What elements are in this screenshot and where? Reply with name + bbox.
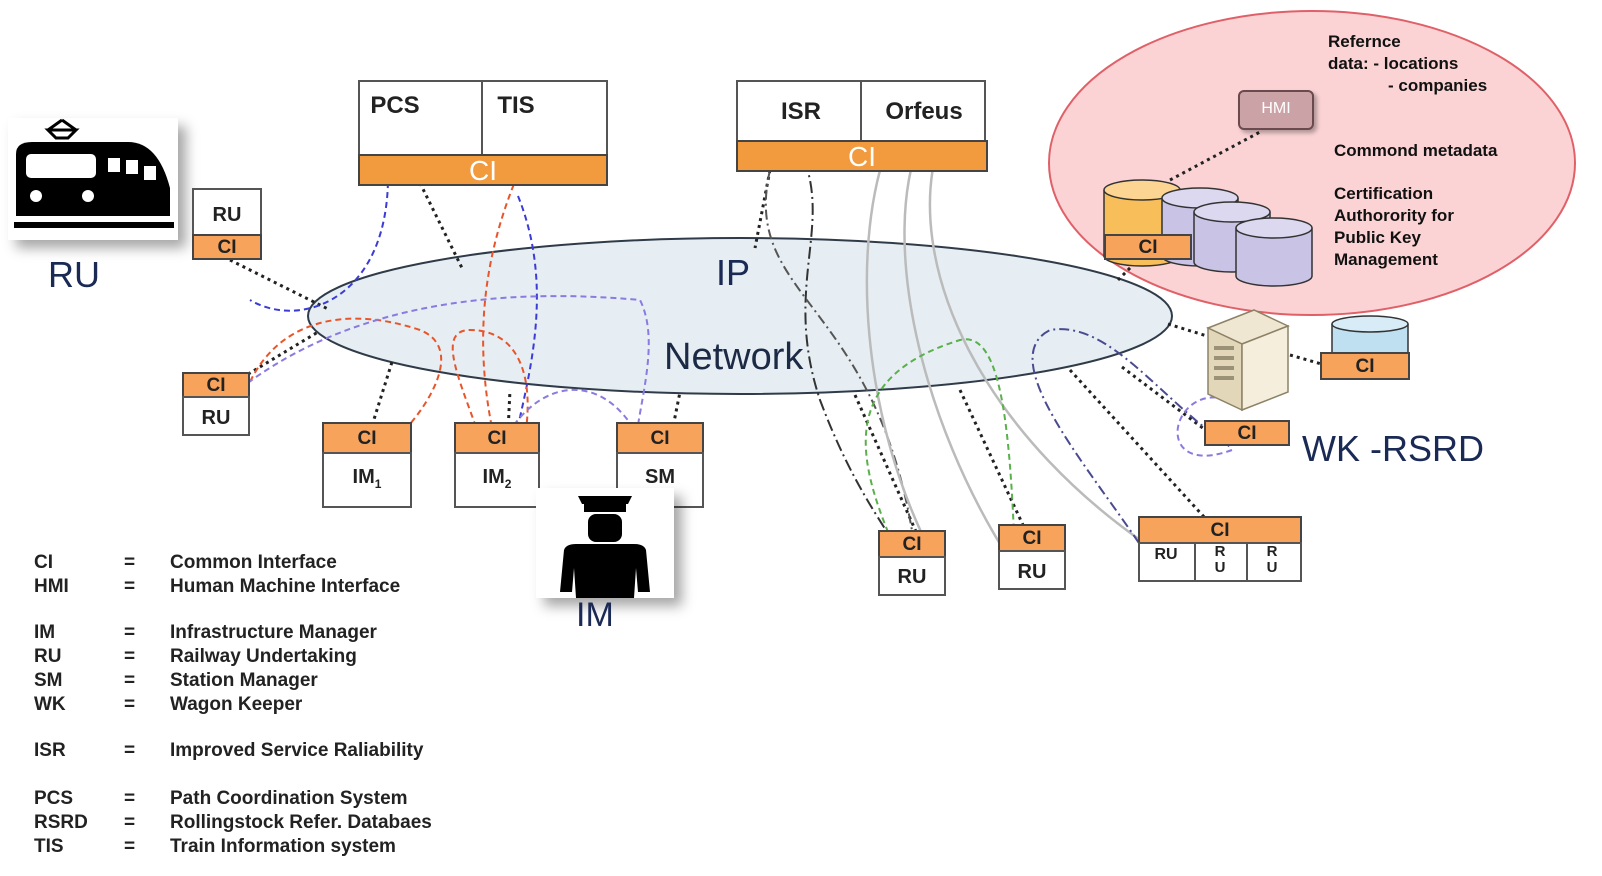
ru-group	[1138, 542, 1302, 582]
external-database-ci: CI	[1320, 352, 1410, 380]
legend-def: Improved Service Raliability	[170, 740, 424, 761]
wk-rsrd-label: WK -RSRD	[1302, 428, 1484, 469]
reference-cert-2: Authorority for	[1334, 206, 1454, 225]
reference-db-ci: CI	[1104, 234, 1192, 260]
ru-node-top-label: RU	[212, 204, 242, 226]
im2-label-text: IM	[482, 466, 505, 488]
ru-node-a-ci: CI	[878, 530, 946, 558]
network-ellipse	[307, 237, 1173, 395]
sm-ci: CI	[616, 422, 704, 454]
reference-cert-1: Certification	[1334, 184, 1434, 203]
hmi-box	[1238, 90, 1314, 130]
ip-label: IP	[716, 252, 751, 293]
legend-abbr: CI	[34, 552, 53, 573]
im-person-panel	[536, 488, 674, 598]
wk-rsrd-ci: CI	[1204, 420, 1290, 446]
legend-abbr: SM	[34, 670, 63, 691]
isr-orfeus-divider	[860, 82, 862, 144]
im1-ci: CI	[322, 422, 412, 454]
legend-abbr: IM	[34, 622, 56, 643]
legend-def: Path Coordination System	[170, 788, 408, 809]
legend-abbr: RU	[34, 646, 62, 667]
db-purple-3	[1235, 217, 1313, 287]
ru-group-u-3: U	[1266, 559, 1278, 576]
person-icon	[560, 496, 650, 598]
ru-node-top-ci: CI	[192, 234, 262, 260]
legend-eq: =	[124, 576, 136, 597]
im2-node	[454, 452, 540, 508]
legend-eq: =	[124, 788, 136, 809]
legend-def: Common Interface	[170, 552, 337, 573]
im1-node	[322, 452, 412, 508]
ru-group-label-1: RU	[1154, 546, 1178, 563]
im1-subscript: 1	[374, 477, 382, 491]
ru-actor-label: RU	[48, 254, 100, 295]
train-icon-panel	[8, 118, 178, 240]
legend-abbr: ISR	[34, 740, 66, 761]
im-actor-label: IM	[576, 596, 614, 634]
legend-def: Train Information system	[170, 836, 396, 857]
ru-group-u-2: U	[1214, 559, 1226, 576]
legend-def: Station Manager	[170, 670, 318, 691]
legend-eq: =	[124, 552, 136, 573]
pcs-label: PCS	[370, 92, 420, 119]
ru-group-r-2: R	[1214, 543, 1226, 560]
legend-abbr: RSRD	[34, 812, 88, 833]
legend-eq: =	[124, 670, 136, 691]
legend-def: Human Machine Interface	[170, 576, 401, 597]
pcs-tis-box	[358, 80, 608, 158]
ru-group-divider-1	[1194, 544, 1196, 582]
tis-label: TIS	[497, 92, 535, 119]
reference-cert-3: Public Key	[1334, 228, 1421, 247]
legend-abbr: HMI	[34, 576, 69, 597]
legend-def: Railway Undertaking	[170, 646, 357, 667]
legend-eq: =	[124, 740, 136, 761]
server-icon	[1206, 309, 1290, 412]
legend-eq: =	[124, 694, 136, 715]
ru-node-a	[878, 556, 946, 596]
ru-node-a-label: RU	[897, 566, 927, 588]
reference-cert-4: Management	[1334, 250, 1438, 269]
im2-subscript: 2	[504, 477, 512, 491]
ru-node-left-label: RU	[201, 407, 231, 429]
ru-group-ci: CI	[1138, 516, 1302, 544]
pcs-tis-common-interface: CI	[358, 154, 608, 186]
train-icon	[14, 118, 174, 228]
ru-node-b-ci: CI	[998, 524, 1066, 552]
legend-abbr: WK	[34, 694, 66, 715]
legend-eq: =	[124, 622, 136, 643]
isr-orfeus-common-interface: CI	[736, 140, 988, 172]
ru-node-b-label: RU	[1017, 561, 1047, 583]
legend-eq: =	[124, 812, 136, 833]
reference-line-3: - companies	[1388, 76, 1488, 95]
legend-def: Wagon Keeper	[170, 694, 303, 715]
legend-eq: =	[124, 836, 136, 857]
ru-group-r-3: R	[1266, 543, 1278, 560]
legend-abbr: TIS	[34, 836, 64, 857]
isr-label: ISR	[780, 98, 821, 125]
sm-label: SM	[645, 466, 675, 488]
legend-abbr: PCS	[34, 788, 74, 809]
orfeus-label: Orfeus	[885, 98, 963, 125]
ru-node-left-ci: CI	[182, 372, 250, 398]
im2-label: IM2	[454, 466, 540, 491]
pcs-tis-divider	[481, 82, 483, 158]
reference-metadata: Commond metadata	[1334, 141, 1498, 160]
im2-ci: CI	[454, 422, 540, 454]
reference-line-2: data: - locations	[1328, 54, 1459, 73]
ru-node-b	[998, 550, 1066, 590]
ru-group-divider-2	[1246, 544, 1248, 582]
reference-databases-icon	[1103, 179, 1313, 287]
legend-def: Rollingstock Refer. Databaes	[170, 812, 432, 833]
network-label: Network	[664, 336, 804, 378]
reference-line-1: Refernce	[1328, 32, 1401, 51]
legend-eq: =	[124, 646, 136, 667]
ru-node-left	[182, 396, 250, 436]
im1-label: IM1	[322, 466, 412, 491]
legend-def: Infrastructure Manager	[170, 622, 377, 643]
hmi-label: HMI	[1261, 100, 1291, 117]
im1-label-text: IM	[352, 466, 375, 488]
